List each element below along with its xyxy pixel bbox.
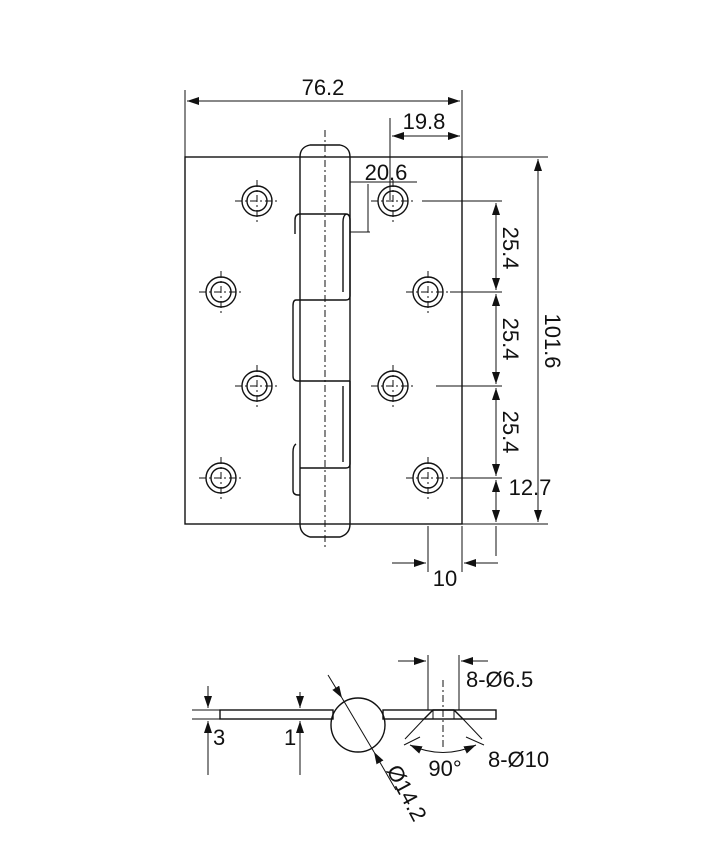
edge-distance-label: 10 xyxy=(433,566,457,591)
screw-hole xyxy=(235,365,279,407)
dim-hole-pitch-2: 25.4 xyxy=(492,294,523,384)
right-leaf-section xyxy=(382,709,497,720)
plate-thickness-label: 1 xyxy=(284,725,296,750)
hole-pitch-2-label: 25.4 xyxy=(498,318,523,361)
dim-edge-distance: 10 xyxy=(392,526,498,591)
hole-offset-label: 20.6 xyxy=(365,160,408,185)
countersink-angle-label: 90° xyxy=(428,756,461,781)
knuckle-barrel xyxy=(292,144,351,538)
end-hole-offset-label: 12.7 xyxy=(509,475,552,500)
hole-pitch-3-label: 25.4 xyxy=(498,411,523,454)
dim-total-thickness: 3 xyxy=(192,686,225,775)
dim-end-hole-offset: 12.7 xyxy=(492,475,552,556)
front-view: 76.2 19.8 20.6 25.4 25.4 xyxy=(184,75,565,591)
pin-section xyxy=(330,697,386,753)
screw-hole xyxy=(199,271,243,313)
hole-diameter-label: 8-Ø6.5 xyxy=(466,667,533,692)
screw-holes xyxy=(199,180,450,499)
side-view: 8-Ø6.5 90° 8-Ø10 3 1 xyxy=(192,655,549,825)
left-leaf-section xyxy=(219,709,334,720)
dim-overall-width: 76.2 xyxy=(184,75,463,157)
countersink-diameter-label: 8-Ø10 xyxy=(488,747,549,772)
screw-hole xyxy=(406,271,450,313)
screw-hole xyxy=(199,457,243,499)
dim-plate-thickness: 1 xyxy=(284,692,304,775)
overall-width-label: 76.2 xyxy=(302,75,345,100)
dim-pin-diameter: Ø14.2 xyxy=(327,674,432,826)
dim-countersink-angle: 90° xyxy=(404,718,483,781)
overall-height-label: 101.6 xyxy=(540,313,565,368)
dim-hole-offset: 20.6 xyxy=(350,160,417,233)
total-thickness-label: 3 xyxy=(213,725,225,750)
dim-hole-pitch-1: 25.4 xyxy=(492,203,523,290)
pin-diameter-label: Ø14.2 xyxy=(382,761,432,826)
dim-countersink-diameter: 8-Ø10 xyxy=(403,736,549,772)
dim-hole-diameter: 8-Ø6.5 xyxy=(398,657,533,692)
dim-overall-height: 101.6 xyxy=(534,159,565,522)
hole-pitch-1-label: 25.4 xyxy=(498,227,523,270)
screw-hole xyxy=(406,457,450,499)
screw-hole xyxy=(371,180,415,222)
dim-knuckle-to-hole: 19.8 xyxy=(389,109,460,200)
screw-hole xyxy=(235,180,279,222)
knuckle-to-hole-label: 19.8 xyxy=(403,109,446,134)
dim-hole-pitch-3: 25.4 xyxy=(492,388,523,476)
screw-hole xyxy=(371,365,415,407)
